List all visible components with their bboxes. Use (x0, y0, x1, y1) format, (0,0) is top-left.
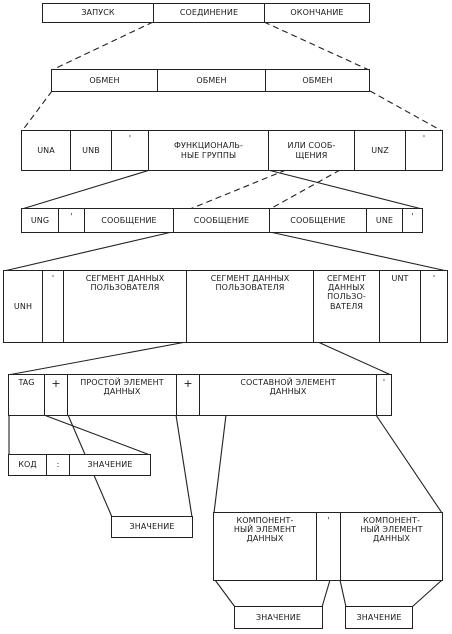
end-separator-box: ' (405, 130, 443, 171)
simple-value-box: ЗНАЧЕНИЕ (111, 516, 193, 538)
unt-box: UNT (379, 270, 421, 343)
unz-box: UNZ (354, 130, 406, 171)
exchange-box-1: ОБМЕН (51, 69, 158, 92)
functional-groups-box: ФУНКЦИОНАЛЬ- НЫЕ ГРУППЫ (148, 130, 269, 171)
composite-data-element-box: СОСТАВНОЙ ЭЛЕМЕНТ ДАННЫХ (199, 374, 377, 416)
exchange-box-3: ОБМЕН (265, 69, 370, 92)
value-box: ЗНАЧЕНИЕ (69, 454, 151, 476)
separator-box: ' (58, 208, 85, 233)
user-data-segment-1: СЕГМЕНТ ДАННЫХ ПОЛЬЗОВАТЕЛЯ (63, 270, 187, 343)
component-value-box-2: ЗНАЧЕНИЕ (345, 606, 413, 629)
unb-box: UNB (70, 130, 112, 171)
launch-box: ЗАПУСК (42, 3, 154, 23)
une-box: UNE (366, 208, 403, 233)
exchange-box-2: ОБМЕН (157, 69, 266, 92)
connection-box: СОЕДИНЕНИЕ (153, 3, 265, 23)
ung-box: UNG (21, 208, 59, 233)
message-box-2: СООБЩЕНИЕ (173, 208, 270, 233)
user-data-segment-2: СЕГМЕНТ ДАННЫХ ПОЛЬЗОВАТЕЛЯ (186, 270, 314, 343)
unh-box: UNH (3, 270, 43, 343)
component-data-element-2: КОМПОНЕНТ- НЫЙ ЭЛЕМЕНТ ДАННЫХ (340, 512, 443, 581)
simple-data-element-box: ПРОСТОЙ ЭЛЕМЕНТ ДАННЫХ (67, 374, 177, 416)
component-data-element-1: КОМПОНЕНТ- НЫЙ ЭЛЕМЕНТ ДАННЫХ (213, 512, 317, 581)
separator-box: ' (111, 130, 149, 171)
tag-box: TAG (8, 374, 45, 416)
code-box: КОД (8, 454, 47, 476)
message-box-3: СООБЩЕНИЕ (269, 208, 367, 233)
component-separator: ' (316, 512, 341, 581)
component-value-box-1: ЗНАЧЕНИЕ (234, 606, 323, 629)
separator-box: ' (42, 270, 64, 343)
end-separator-box: ' (420, 270, 448, 343)
messages-box: ИЛИ СООБ- ЩЕНИЯ (268, 130, 355, 171)
message-box-1: СООБЩЕНИЕ (84, 208, 174, 233)
end-separator-box: ' (402, 208, 423, 233)
una-box: UNA (21, 130, 71, 171)
plus-separator-1: + (44, 374, 68, 416)
plus-separator-2: + (176, 374, 200, 416)
end-box: ОКОНЧАНИЕ (264, 3, 370, 23)
user-data-segment-3: СЕГМЕНТ ДАННЫХ ПОЛЬЗО- ВАТЕЛЯ (313, 270, 380, 343)
colon-separator: : (46, 454, 70, 476)
end-separator-box: ' (376, 374, 392, 416)
